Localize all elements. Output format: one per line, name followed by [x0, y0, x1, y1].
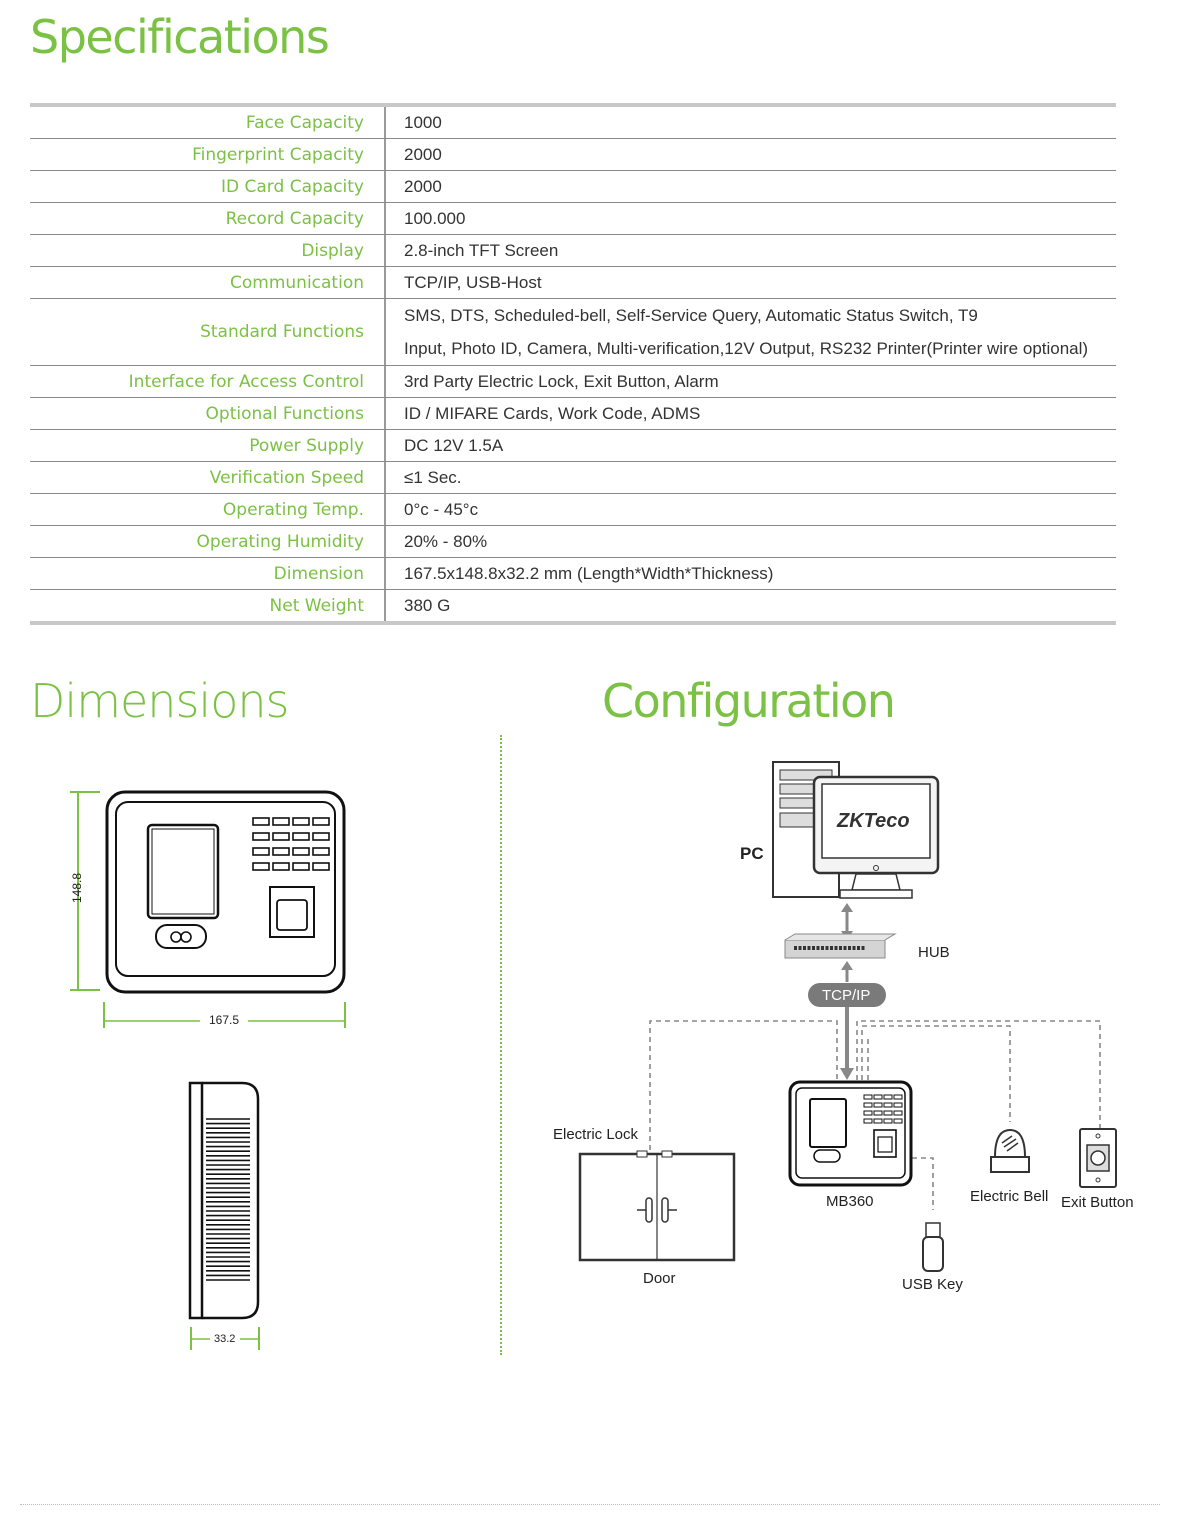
spec-label: Communication: [30, 267, 386, 298]
usb-key-label: USB Key: [902, 1276, 963, 1293]
pc-label: PC: [740, 844, 764, 863]
spec-value-line: 0°c - 45°c: [404, 500, 479, 519]
hub-icon: [784, 933, 897, 959]
spec-row: Record Capacity 100.000: [30, 203, 1116, 235]
spec-row: Fingerprint Capacity 2000: [30, 139, 1116, 171]
spec-value: 100.000: [386, 203, 1116, 234]
spec-row: Net Weight 380 G: [30, 590, 1116, 621]
dimensions-title: Dimensions: [30, 674, 289, 728]
exit-button-label: Exit Button: [1061, 1194, 1134, 1211]
height-dimension-label: 148.8: [70, 872, 85, 904]
spec-label: Optional Functions: [30, 398, 386, 429]
front-view-drawing: [70, 790, 346, 1028]
electric-bell-label: Electric Bell: [970, 1188, 1049, 1205]
spec-row: ID Card Capacity 2000: [30, 171, 1116, 203]
spec-value: 3rd Party Electric Lock, Exit Button, Al…: [386, 366, 1116, 397]
spec-value-line: 380 G: [404, 596, 451, 615]
spec-row: Communication TCP/IP, USB-Host: [30, 267, 1116, 299]
spec-label: Standard Functions: [30, 299, 386, 365]
spec-value-line: 100.000: [404, 209, 466, 228]
spec-value: DC 12V 1.5A: [386, 430, 1116, 461]
spec-label: Verification Speed: [30, 462, 386, 493]
specifications-title: Specifications: [30, 10, 330, 64]
configuration-diagram: ZKTeco: [578, 761, 1117, 1272]
spec-value: ≤1 Sec.: [386, 462, 1116, 493]
device-label: MB360: [826, 1193, 874, 1210]
configuration-title: Configuration: [602, 674, 896, 728]
spec-value-line: 1000: [404, 113, 442, 132]
hub-label: HUB: [918, 944, 950, 961]
spec-value-line: TCP/IP, USB-Host: [404, 273, 542, 292]
door-icon: [578, 1150, 736, 1262]
usb-key-icon: [922, 1222, 944, 1272]
spec-value: 2000: [386, 171, 1116, 202]
spec-label: Operating Humidity: [30, 526, 386, 557]
spec-row: Face Capacity 1000: [30, 107, 1116, 139]
spec-value: 167.5x148.8x32.2 mm (Length*Width*Thickn…: [386, 558, 1116, 589]
spec-value-line: SMS, DTS, Scheduled-bell, Self-Service Q…: [404, 306, 978, 325]
spec-label: Power Supply: [30, 430, 386, 461]
spec-value: 0°c - 45°c: [386, 494, 1116, 525]
brand-logo: ZKTeco: [836, 810, 910, 832]
spec-value: 2.8-inch TFT Screen: [386, 235, 1116, 266]
door-label: Door: [643, 1270, 676, 1287]
spec-value: 2000: [386, 139, 1116, 170]
tcpip-label: TCP/IP: [822, 987, 871, 1004]
footer-rule: [20, 1504, 1160, 1505]
spec-label: Operating Temp.: [30, 494, 386, 525]
spec-value-line: 3rd Party Electric Lock, Exit Button, Al…: [404, 372, 719, 391]
spec-label: Record Capacity: [30, 203, 386, 234]
section-divider: [500, 735, 502, 1355]
spec-label: Fingerprint Capacity: [30, 139, 386, 170]
spec-value-line: ≤1 Sec.: [404, 468, 462, 487]
electric-lock-label: Electric Lock: [553, 1126, 639, 1143]
spec-value-line: 20% - 80%: [404, 532, 488, 551]
spec-row: Power Supply DC 12V 1.5A: [30, 430, 1116, 462]
spec-value: ID / MIFARE Cards, Work Code, ADMS: [386, 398, 1116, 429]
spec-row: Verification Speed ≤1 Sec.: [30, 462, 1116, 494]
exit-button-icon: [1079, 1128, 1117, 1188]
spec-label: Interface for Access Control: [30, 366, 386, 397]
spec-value: SMS, DTS, Scheduled-bell, Self-Service Q…: [386, 299, 1116, 365]
spec-value-line: 2000: [404, 145, 442, 164]
spec-label: Face Capacity: [30, 107, 386, 138]
spec-label: Display: [30, 235, 386, 266]
tcpip-badge: [808, 983, 886, 1007]
spec-value-line: 167.5x148.8x32.2 mm (Length*Width*Thickn…: [404, 564, 774, 583]
width-dimension-label: 167.5: [209, 1013, 240, 1027]
spec-value: 380 G: [386, 590, 1116, 621]
spec-label: ID Card Capacity: [30, 171, 386, 202]
spec-row: Dimension 167.5x148.8x32.2 mm (Length*Wid…: [30, 558, 1116, 590]
spec-value-line: Input, Photo ID, Camera, Multi-verificat…: [404, 339, 1089, 358]
spec-value-line: 2000: [404, 177, 442, 196]
spec-row: Standard Functions SMS, DTS, Scheduled-be…: [30, 299, 1116, 366]
spec-row: Operating Humidity 20% - 80%: [30, 526, 1116, 558]
spec-row: Display 2.8-inch TFT Screen: [30, 235, 1116, 267]
spec-row: Optional Functions ID / MIFARE Cards, Wor…: [30, 398, 1116, 430]
monitor-icon: [812, 775, 940, 899]
spec-value: 1000: [386, 107, 1116, 138]
spec-row: Operating Temp. 0°c - 45°c: [30, 494, 1116, 526]
spec-value-line: ID / MIFARE Cards, Work Code, ADMS: [404, 404, 701, 423]
spec-value-line: 2.8-inch TFT Screen: [404, 241, 559, 260]
spec-label: Dimension: [30, 558, 386, 589]
depth-dimension-label: 33.2: [214, 1333, 236, 1345]
spec-row: Interface for Access Control 3rd Party El…: [30, 366, 1116, 398]
mb360-device-icon: [788, 1080, 913, 1187]
spec-label: Net Weight: [30, 590, 386, 621]
spec-value: TCP/IP, USB-Host: [386, 267, 1116, 298]
spec-value-line: DC 12V 1.5A: [404, 436, 504, 455]
spec-value: 20% - 80%: [386, 526, 1116, 557]
side-view-drawing: [188, 1081, 260, 1350]
electric-bell-icon: [990, 1128, 1030, 1173]
